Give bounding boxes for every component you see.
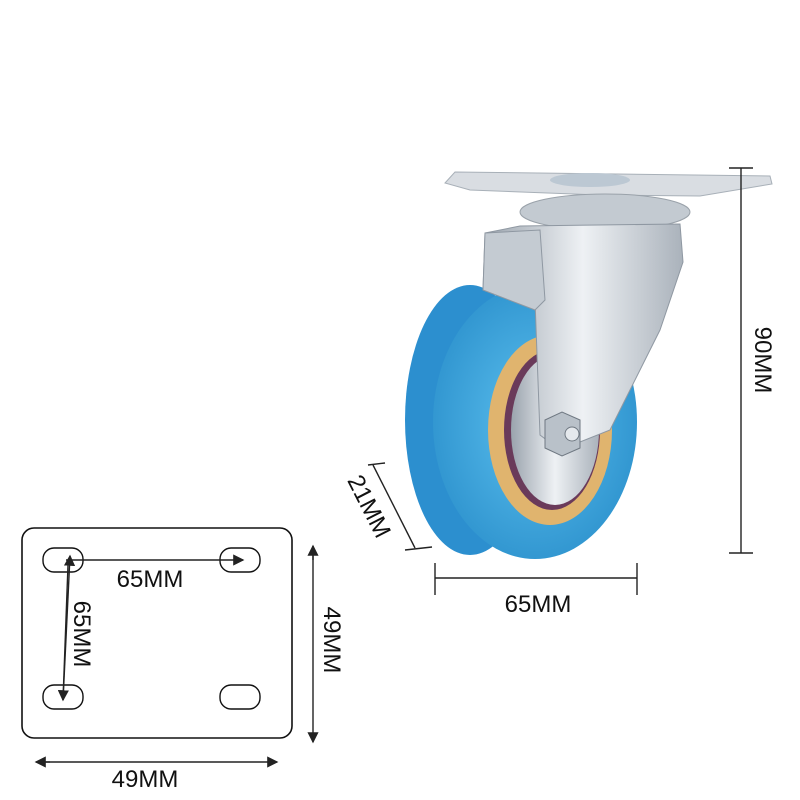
hole-spacing-horizontal-label: 65MM: [117, 566, 184, 593]
wheel-diameter-dimension: 65MM: [434, 563, 638, 618]
wheel-width-label: 21MM: [342, 471, 396, 543]
axle-nut-icon: [544, 411, 581, 457]
height-label: 90MM: [749, 327, 776, 394]
hole-spacing-vertical-label: 65MM: [68, 601, 95, 668]
height-dimension: 90MM: [729, 167, 776, 554]
plate-height-label: 49MM: [318, 607, 345, 674]
mounting-plate-drawing: 65MM 65MM 49MM 49MM: [21, 527, 345, 793]
plate-width-label: 49MM: [112, 766, 179, 793]
caster-wheel-image: [405, 171, 773, 559]
wheel-diameter-label: 65MM: [505, 591, 572, 618]
mounting-hole: [219, 684, 261, 710]
